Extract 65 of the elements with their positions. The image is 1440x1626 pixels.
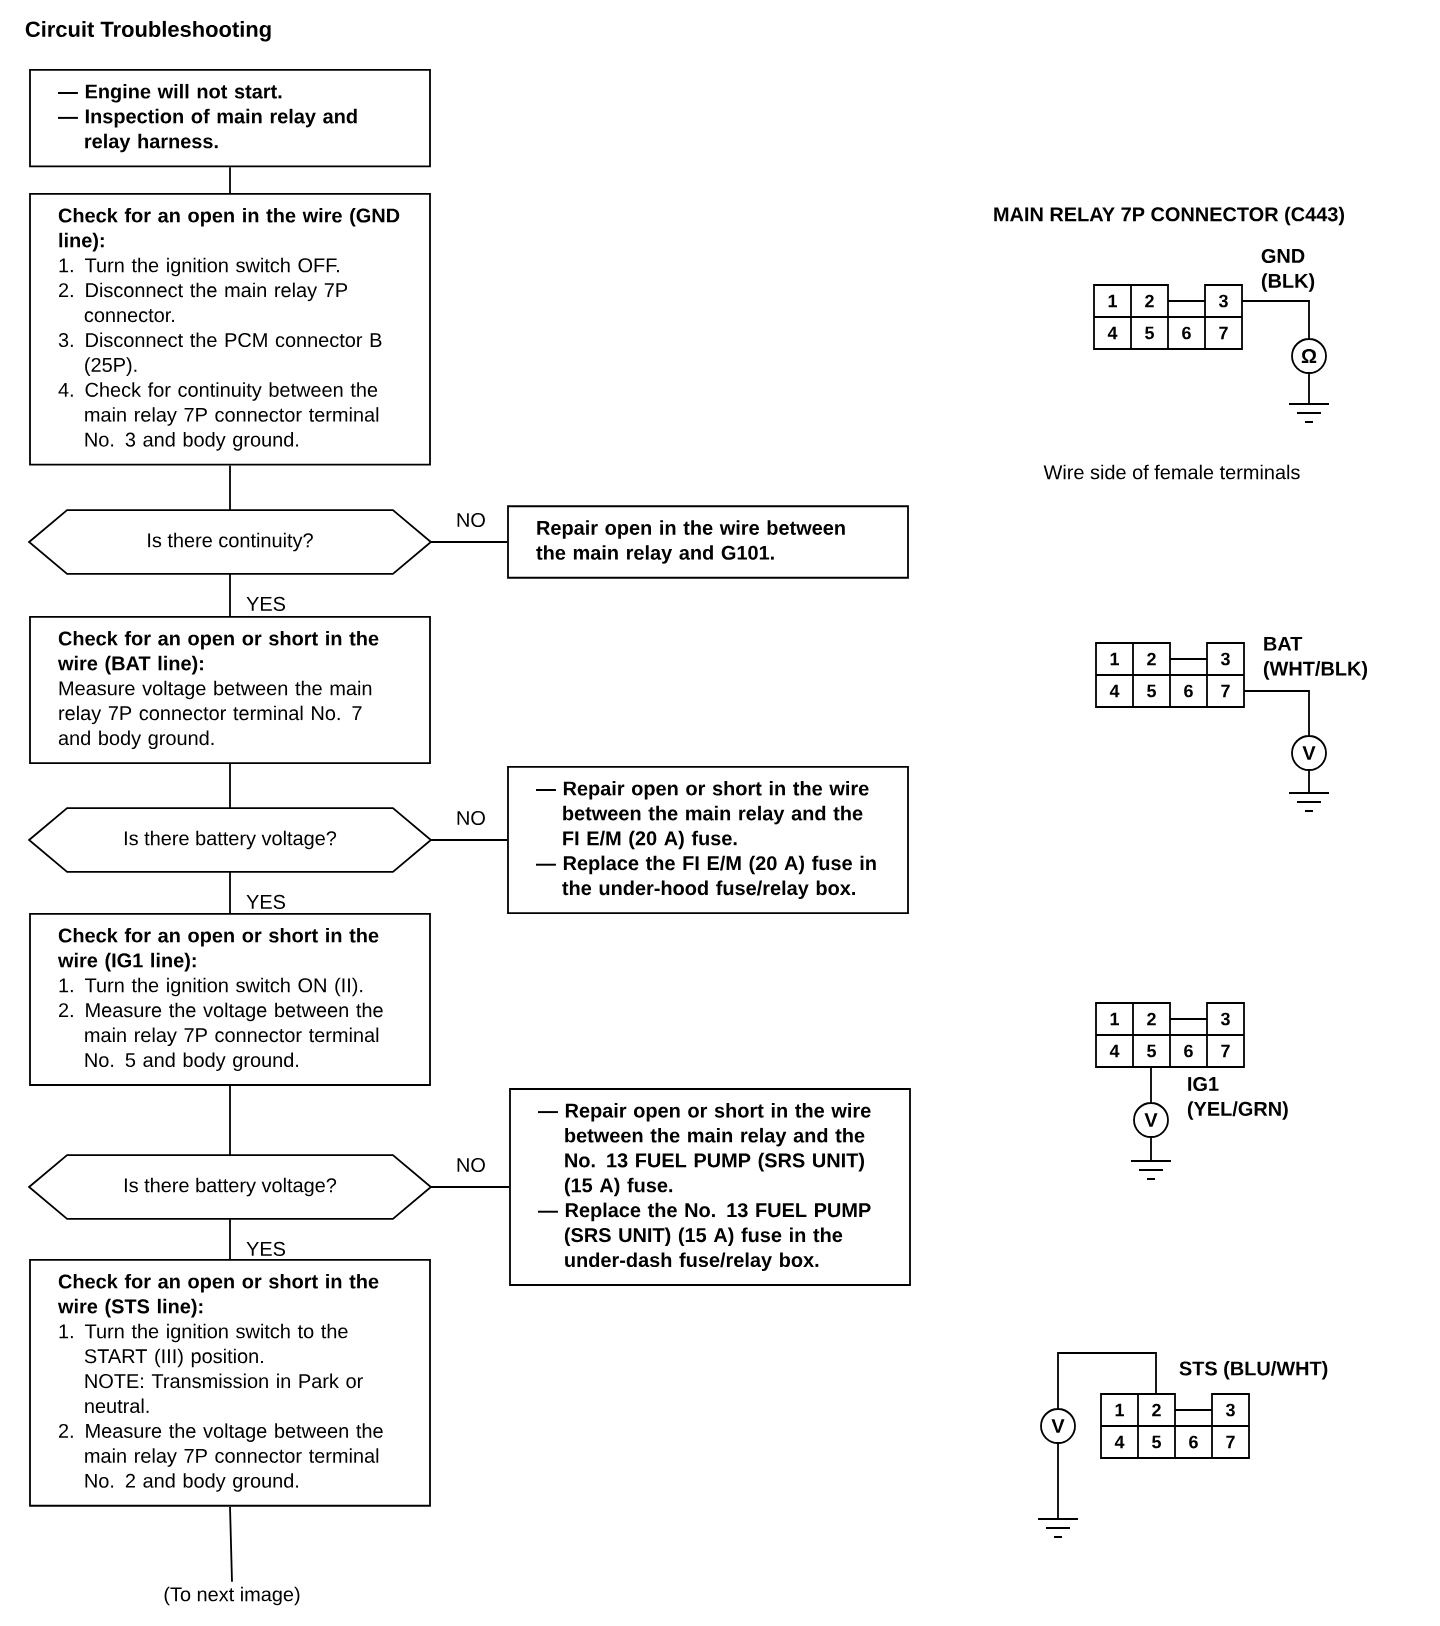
wire-label: IG1 (YEL/GRN) <box>1187 1076 1288 1120</box>
connector-line <box>229 166 231 194</box>
connector-line <box>229 573 231 617</box>
pin-number: 7 <box>1221 684 1230 698</box>
wire-label: BAT (WHT/BLK) <box>1263 636 1368 680</box>
connector-line <box>229 1085 231 1156</box>
connector-line <box>229 1505 233 1583</box>
wire-label: STS (BLU/WHT) <box>1179 1360 1328 1380</box>
pin-number: 1 <box>1108 294 1117 308</box>
edge-label: YES <box>244 594 288 613</box>
connector-line <box>229 871 231 914</box>
repair-box: — Repair open or short in the wire between the main relay and the No. 13 FUEL PUMP (SRS UNIT) (15 A) fuse. — Replace the No. 13 FUEL PUMP (SRS UNIT) (15 A) fuse in the under-dash fuse/relay box. <box>509 1088 911 1286</box>
meter-letter: Ω <box>1301 349 1317 363</box>
process-box: Check for an open or short in the wire (STS line): 1. Turn the ignition switch to the START (III) position. NOTE: Transmission in Park or neutral. 2. Measure the voltage between the main relay 7P connector terminal No. 2 and body ground. <box>29 1259 431 1507</box>
pin-number: 5 <box>1145 326 1154 340</box>
pin-number: 3 <box>1225 1403 1235 1417</box>
connector-line <box>229 464 231 511</box>
pin-number: 7 <box>1221 1044 1230 1058</box>
note-text: (To next image) <box>164 1586 300 1606</box>
process-box: Check for an open or short in the wire (IG1 line): 1. Turn the ignition switch ON (II). 2. Measure the voltage between the main relay 7P connector terminal No. 5 and body ground. <box>29 913 431 1086</box>
pin-number: 6 <box>1184 684 1193 698</box>
pin-number: 7 <box>1226 1435 1235 1449</box>
pin-number: 4 <box>1107 326 1118 340</box>
pin-number: 5 <box>1152 1435 1161 1449</box>
title: Circuit Troubleshooting <box>25 20 271 42</box>
connector-line <box>430 541 508 543</box>
pin-number: 2 <box>1145 294 1154 308</box>
process-box: Check for an open in the wire (GND line): 1. Turn the ignition switch OFF. 2. Disconnect the main relay 7P connector. 3. Disconnect the PCM connector B (25P). 4. Check for continuity between the main relay 7P connector terminal No. 3 and body ground. <box>29 193 431 466</box>
connector-line <box>430 839 508 841</box>
pin-number: 4 <box>1109 1044 1120 1058</box>
meter-letter: V <box>1051 1419 1065 1433</box>
edge-label: NO <box>453 808 488 828</box>
caption: Wire side of female terminals <box>1043 464 1300 480</box>
pin-number: 1 <box>1110 652 1119 666</box>
pin-number: 1 <box>1115 1403 1124 1417</box>
pin-number: 4 <box>1114 1435 1125 1449</box>
edge-label: NO <box>453 1155 488 1175</box>
pin-number: 2 <box>1147 652 1156 666</box>
process-box: — Engine will not start. — Inspection of main relay and relay harness. <box>29 69 431 168</box>
process-box: Check for an open or short in the wire (BAT line): Measure voltage between the main relay 7P connector terminal No. 7 and body ground. <box>29 616 431 764</box>
pin-number: 5 <box>1147 684 1156 698</box>
wire-label: GND (BLK) <box>1261 248 1315 292</box>
pin-number: 7 <box>1219 326 1228 340</box>
pin-number: 2 <box>1152 1403 1161 1417</box>
pin-number: 3 <box>1218 294 1228 308</box>
pin-number: 6 <box>1184 1044 1193 1058</box>
repair-box: — Repair open or short in the wire between the main relay and the FI E/M (20 A) fuse. — Replace the FI E/M (20 A) fuse in the under-hood fuse/relay box. <box>507 766 909 914</box>
connector-line <box>229 763 231 809</box>
connector-line <box>430 1186 510 1188</box>
pin-number: 4 <box>1109 684 1120 698</box>
edge-label: NO <box>453 510 488 530</box>
connector-label: MAIN RELAY 7P CONNECTOR (C443) <box>994 206 1344 226</box>
edge-label: YES <box>244 1239 288 1258</box>
edge-label: YES <box>244 892 288 911</box>
pin-number: 6 <box>1189 1435 1198 1449</box>
pin-number: 1 <box>1110 1012 1119 1026</box>
pin-number: 6 <box>1182 326 1191 340</box>
pin-number: 3 <box>1220 1012 1230 1026</box>
meter-letter: V <box>1144 1113 1158 1127</box>
meter-letter: V <box>1302 746 1316 760</box>
pin-number: 3 <box>1220 652 1230 666</box>
connector-line <box>229 1218 231 1260</box>
pin-number: 2 <box>1147 1012 1156 1026</box>
pin-number: 5 <box>1147 1044 1156 1058</box>
repair-box: Repair open in the wire between the main relay and G101. <box>507 505 909 579</box>
